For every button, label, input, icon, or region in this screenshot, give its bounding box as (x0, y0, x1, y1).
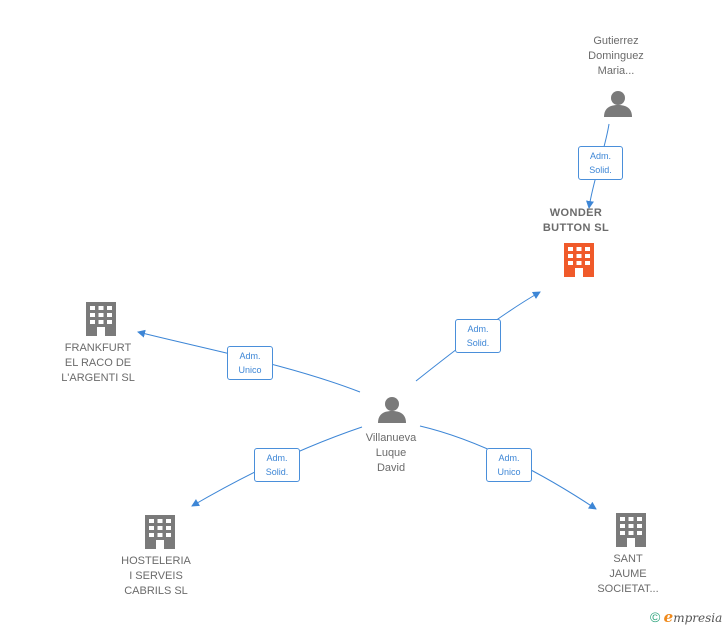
relation-badge-gutierrez-wonder: Adm. Solid. (578, 146, 623, 180)
relation-badge-villanueva-frankfurt: Adm. Unico (227, 346, 273, 380)
relation-badge-villanueva-hosteleria: Adm. Solid. (254, 448, 300, 482)
person-icon[interactable] (604, 91, 632, 117)
building-icon[interactable] (145, 515, 175, 549)
building-icon[interactable] (564, 243, 594, 277)
node-label-hosteleria[interactable]: HOSTELERIA I SERVEIS CABRILS SL (121, 555, 191, 597)
node-label-sant-jaume[interactable]: SANT JAUME SOCIETAT... (597, 553, 659, 595)
building-icon[interactable] (616, 513, 646, 547)
brand-logo-e: e (663, 608, 674, 626)
node-label-gutierrez[interactable]: Gutierrez Dominguez Maria... (588, 35, 644, 77)
relation-badge-villanueva-wonder: Adm. Solid. (455, 319, 501, 353)
empresia-logo[interactable]: © empresia (650, 608, 722, 626)
node-label-villanueva[interactable]: Villanueva Luque David (365, 432, 417, 474)
node-label-wonder-button[interactable]: WONDER BUTTON SL (542, 207, 610, 234)
relation-badge-villanueva-sant-jaume: Adm. Unico (486, 448, 532, 482)
copyright-icon: © (650, 609, 661, 625)
brand-logo-text: mpresia (673, 611, 723, 625)
person-icon[interactable] (378, 397, 406, 423)
building-icon[interactable] (86, 302, 116, 336)
node-label-frankfurt[interactable]: FRANKFURT EL RACO DE L'ARGENTI SL (61, 342, 135, 384)
